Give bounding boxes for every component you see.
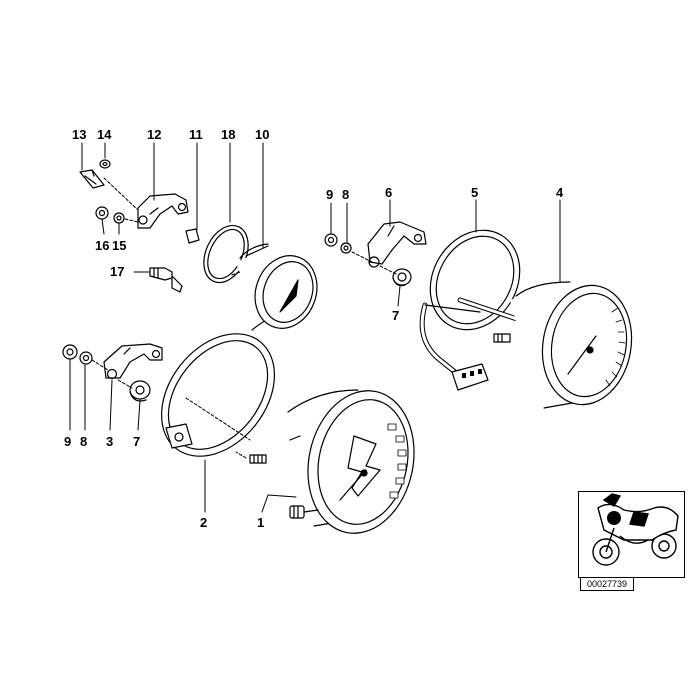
- part-9-nut-upper: [324, 233, 338, 247]
- part-5-clamp-ring: [429, 229, 521, 331]
- part-15-washer: [113, 212, 125, 224]
- callout-16: 16: [95, 238, 110, 253]
- part-12-bracket: [137, 193, 189, 229]
- part-13-sleeve: [79, 169, 105, 189]
- part-7-grommet-lower: [129, 380, 151, 402]
- part-17-bulb-socket: [149, 267, 183, 293]
- callout-3: 3: [106, 434, 114, 449]
- callout-5: 5: [471, 185, 479, 200]
- part-3-bracket: [103, 343, 163, 380]
- callout-8-lower: 8: [80, 434, 88, 449]
- location-thumbnail-frame: [578, 491, 685, 578]
- leaders-lower-left: [69, 359, 297, 513]
- callout-9-lower: 9: [64, 434, 72, 449]
- motorcycle-silhouette-icon: [592, 493, 679, 566]
- callout-7-lower: 7: [133, 434, 141, 449]
- part-11-clip: [185, 228, 200, 244]
- callout-7-upper: 7: [392, 308, 400, 323]
- part-10-small-instrument: [231, 243, 318, 331]
- part-8-washer-lower: [79, 351, 93, 365]
- callout-18: 18: [221, 127, 236, 142]
- callout-10: 10: [255, 127, 270, 142]
- part-6-bracket: [367, 221, 427, 268]
- part-7-grommet-upper: [392, 268, 412, 287]
- callout-13: 13: [72, 127, 87, 142]
- part-2-clamp-ring: [160, 333, 276, 457]
- callout-17: 17: [110, 264, 125, 279]
- part-8-washer-upper: [340, 242, 352, 254]
- cable-connector: [451, 363, 489, 391]
- callout-2: 2: [200, 515, 208, 530]
- part-4-large-instrument: [493, 280, 633, 410]
- part-1-large-instrument: [249, 386, 415, 534]
- part-9-nut-lower: [62, 344, 78, 360]
- callout-8-upper: 8: [342, 187, 350, 202]
- callout-4: 4: [556, 185, 564, 200]
- callout-9-upper: 9: [326, 187, 334, 202]
- part-16-nut: [95, 206, 109, 220]
- callout-12: 12: [147, 127, 162, 142]
- callout-14: 14: [97, 127, 112, 142]
- location-dot-icon: [607, 511, 621, 525]
- callout-6: 6: [385, 185, 393, 200]
- callout-15: 15: [112, 238, 127, 253]
- callout-1: 1: [257, 515, 265, 530]
- part-14-ring: [99, 159, 111, 169]
- diagram-reference-code: 00027739: [580, 577, 634, 591]
- leaders-upper-left: [81, 142, 264, 273]
- callout-11: 11: [189, 127, 203, 142]
- leaders-right: [330, 199, 561, 307]
